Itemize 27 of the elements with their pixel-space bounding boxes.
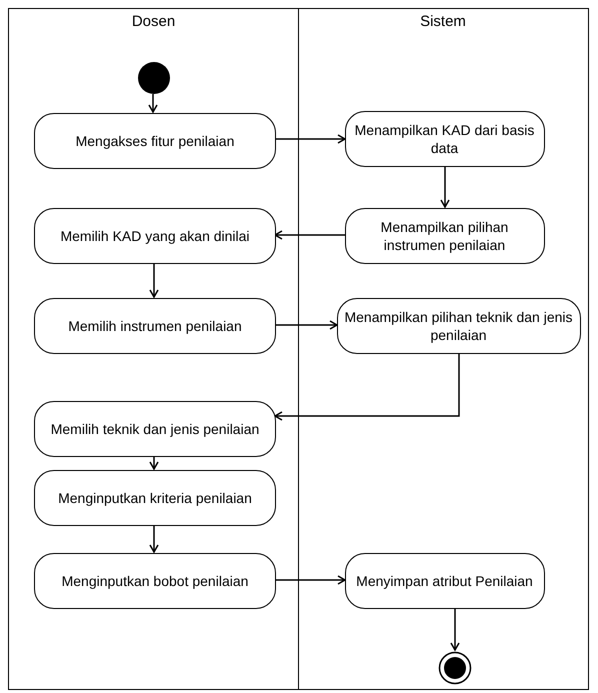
arrow: [149, 525, 159, 553]
lane-title: Sistem: [419, 13, 467, 30]
swimlane: [8, 8, 299, 690]
initial-node: [137, 61, 171, 95]
action-box: Menampilkan KAD dari basis data: [344, 111, 544, 167]
arrow: [440, 166, 450, 208]
final-node: [438, 651, 472, 685]
swimlane: [298, 8, 588, 690]
action-box: Menampilkan pilihan instrumen penilaian: [344, 208, 544, 264]
arrow: [149, 263, 159, 298]
arrow: [275, 575, 346, 585]
action-box: Memilih KAD yang akan dinilai: [34, 208, 276, 264]
arrow: [149, 456, 159, 470]
action-box: Memilih instrumen penilaian: [34, 298, 276, 354]
arrow: [275, 320, 338, 330]
arrow: [148, 94, 158, 113]
action-box: Menginputkan kriteria penilaian: [34, 470, 276, 526]
action-box: Menyimpan atribut Penilaian: [344, 553, 544, 609]
arrow: [274, 230, 345, 240]
action-box: Menginputkan bobot penilaian: [34, 553, 276, 609]
lane-title: Dosen: [130, 13, 176, 30]
action-box: Memilih teknik dan jenis penilaian: [34, 401, 276, 457]
arrow: [275, 134, 346, 144]
action-box: Mengakses fitur penilaian: [34, 113, 276, 169]
action-box: Menampilkan pilihan teknik dan jenis penilaian: [336, 298, 580, 354]
arrow: [450, 608, 460, 651]
arrow: [274, 353, 460, 421]
